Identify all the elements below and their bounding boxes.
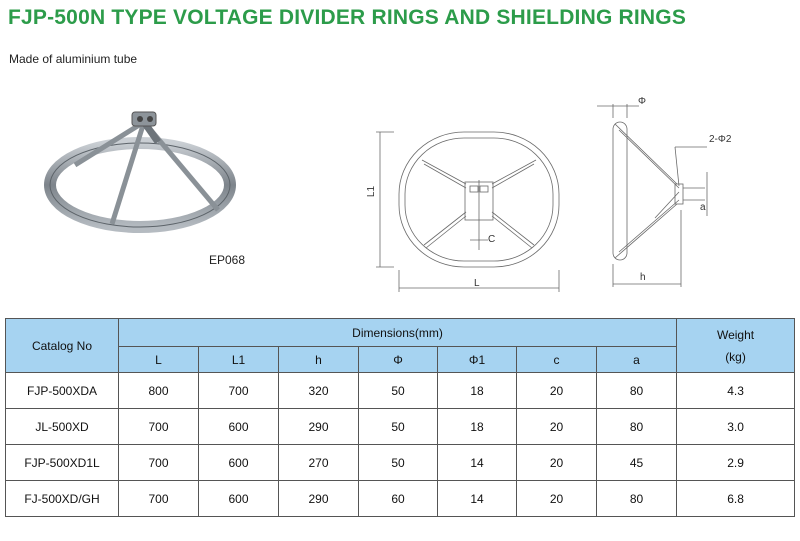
- spec-table: Catalog No Dimensions(mm) Weight (kg) L …: [5, 318, 796, 517]
- label-phi: Φ: [638, 96, 646, 107]
- header-a: a: [595, 346, 678, 373]
- header-weight-unit: (kg): [725, 349, 746, 364]
- cell-c: 20: [516, 408, 597, 445]
- label-L: L: [474, 278, 480, 289]
- cell-phi1: 18: [437, 372, 517, 409]
- label-two-phi2: 2-Φ2: [709, 134, 732, 145]
- label-L1: L1: [366, 185, 378, 198]
- label-C: C: [488, 234, 496, 245]
- header-L1: L1: [198, 346, 279, 373]
- header-catalog: Catalog No: [5, 318, 119, 373]
- cell-phi1: 14: [437, 480, 517, 517]
- cell-catalog: FJ-500XD/GH: [5, 480, 119, 517]
- cell-phi1: 14: [437, 444, 517, 481]
- cell-L: 700: [118, 408, 199, 445]
- label-h: h: [640, 272, 646, 283]
- cell-h: 320: [278, 372, 359, 409]
- cell-weight: 6.8: [676, 480, 796, 517]
- cell-a: 80: [595, 408, 678, 445]
- photo-caption: EP068: [209, 253, 246, 267]
- cell-phi: 50: [358, 372, 438, 409]
- cell-c: 20: [516, 372, 597, 409]
- header-h: h: [278, 346, 359, 373]
- header-phi: Φ: [358, 346, 438, 373]
- header-c: c: [516, 346, 597, 373]
- page-title: FJP-500N TYPE VOLTAGE DIVIDER RINGS AND …: [8, 6, 687, 29]
- cell-L: 800: [118, 372, 199, 409]
- header-weight: Weight (kg): [676, 318, 796, 373]
- front-view-drawing: [376, 131, 560, 292]
- header-weight-label: Weight: [716, 327, 755, 342]
- cell-a: 80: [595, 372, 678, 409]
- cell-catalog: FJP-500XD1L: [5, 444, 119, 481]
- cell-phi: 50: [358, 444, 438, 481]
- cell-L1: 600: [198, 408, 279, 445]
- side-view-drawing: [597, 104, 708, 287]
- cell-h: 270: [278, 444, 359, 481]
- cell-weight: 4.3: [676, 372, 796, 409]
- ring-photo: [44, 111, 236, 233]
- cell-c: 20: [516, 480, 597, 517]
- cell-L1: 600: [198, 480, 279, 517]
- cell-h: 290: [278, 408, 359, 445]
- cell-a: 45: [595, 444, 678, 481]
- table-row: FJP-500XDA 800 700 320 50 18 20 80 4.3: [5, 372, 796, 409]
- cell-catalog: JL-500XD: [5, 408, 119, 445]
- cell-phi: 50: [358, 408, 438, 445]
- cell-catalog: FJP-500XDA: [5, 372, 119, 409]
- cell-weight: 2.9: [676, 444, 796, 481]
- cell-L: 700: [118, 444, 199, 481]
- cell-L: 700: [118, 480, 199, 517]
- cell-phi: 60: [358, 480, 438, 517]
- table-row: FJP-500XD1L 700 600 270 50 14 20 45 2.9: [5, 444, 796, 481]
- table-row: FJ-500XD/GH 700 600 290 60 14 20 80 6.8: [5, 480, 796, 517]
- cell-weight: 3.0: [676, 408, 796, 445]
- table-row: JL-500XD 700 600 290 50 18 20 80 3.0: [5, 408, 796, 445]
- page-subtitle: Made of aluminium tube: [9, 52, 138, 66]
- header-L: L: [118, 346, 199, 373]
- cell-h: 290: [278, 480, 359, 517]
- cell-a: 80: [595, 480, 678, 517]
- cell-phi1: 18: [437, 408, 517, 445]
- header-dimensions: Dimensions(mm): [117, 318, 678, 347]
- header-phi1: Φ1: [437, 346, 517, 373]
- cell-c: 20: [516, 444, 597, 481]
- cell-L1: 700: [198, 372, 279, 409]
- label-a: a: [700, 202, 706, 213]
- cell-L1: 600: [198, 444, 279, 481]
